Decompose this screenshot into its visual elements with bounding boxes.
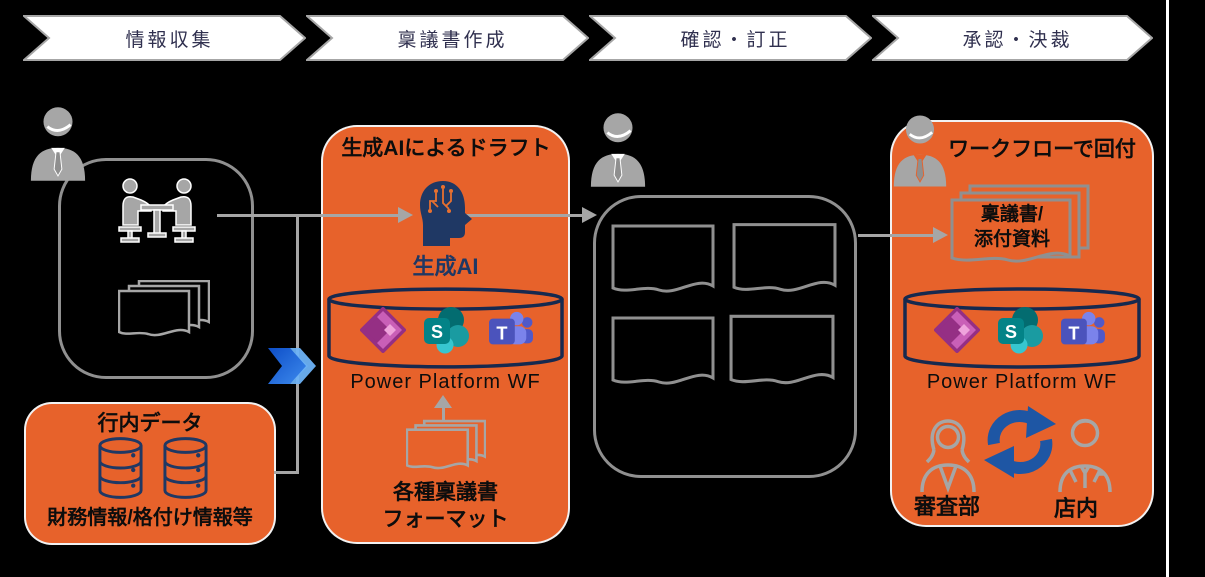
- chevron-shape: [23, 15, 306, 61]
- connector-line: [455, 214, 583, 217]
- sharepoint-letter: S: [1005, 322, 1017, 342]
- process-step-chevron-3: 確認・訂正: [589, 15, 872, 61]
- circulated-documents-icon: [950, 184, 1090, 263]
- connector-line: [274, 471, 299, 474]
- documents-stack-icon: [118, 280, 210, 337]
- sharepoint-icon: S: [998, 307, 1043, 354]
- generative-ai-head-icon: [420, 181, 472, 246]
- database-icon: [98, 437, 143, 499]
- connector-line: [217, 214, 399, 217]
- teams-letter: T: [1068, 324, 1079, 344]
- chevron-shape: [872, 15, 1153, 61]
- chevron-shape: [589, 15, 872, 61]
- format-label-line1: 各種稟議書: [393, 481, 498, 504]
- process-step-label: 稟議書作成: [397, 29, 508, 51]
- arrowhead-right-icon: [933, 227, 948, 243]
- format-label: 各種稟議書 フォーマット: [323, 479, 568, 533]
- format-label-line2: フォーマット: [382, 508, 509, 531]
- connector-line: [858, 234, 934, 237]
- process-step-chevron-1: 情報収集: [23, 15, 306, 61]
- document-icon: [732, 223, 837, 292]
- arrowhead-right-icon: [398, 207, 413, 223]
- internal-data-title: 行内データ: [97, 412, 203, 435]
- reviewer-woman-icon: [920, 419, 976, 494]
- power-automate-icon: [268, 348, 316, 384]
- branch-label: 店内: [1053, 496, 1098, 521]
- generative-ai-label: 生成AI: [412, 254, 479, 279]
- businessman-icon: [30, 107, 86, 181]
- power-apps-icon: [934, 307, 980, 353]
- internal-data-box: [26, 404, 274, 543]
- teams-icon: T: [489, 311, 533, 345]
- branch-man-icon: [1058, 418, 1112, 493]
- arrowhead-right-icon: [582, 207, 597, 223]
- meeting-icon: [118, 178, 196, 243]
- circulated-doc-line1: 稟議書/: [980, 204, 1044, 225]
- document-icon: [611, 224, 715, 293]
- document-icon: [729, 314, 835, 385]
- process-step-chevron-4: 承認・決裁: [872, 15, 1153, 61]
- businessman-icon: [590, 113, 646, 187]
- power-apps-icon: [360, 307, 406, 353]
- businessman-icon: [893, 115, 947, 187]
- chevron-shape: [306, 15, 589, 61]
- info-gathering-container: [58, 158, 254, 379]
- format-documents-icon: [406, 419, 486, 470]
- ai-draft-title: 生成AIによるドラフト: [341, 137, 551, 160]
- connector-line: [296, 216, 299, 473]
- process-step-chevron-2: 稟議書作成: [306, 15, 589, 61]
- connector-line: [442, 405, 445, 429]
- slide-edge-divider: [1166, 0, 1169, 577]
- document-icon: [611, 316, 715, 385]
- sharepoint-letter: S: [431, 322, 443, 342]
- review-container: [593, 195, 857, 478]
- sharepoint-icon: S: [424, 307, 469, 354]
- circulated-doc-label: 稟議書/ 添付資料: [953, 202, 1071, 252]
- process-step-label: 確認・訂正: [680, 29, 791, 51]
- power-platform-label: Power Platform WF: [926, 371, 1118, 393]
- platform-cylinder: [327, 287, 564, 369]
- internal-data-desc: 財務情報/格付け情報等: [47, 507, 253, 529]
- approval-title: ワークフローで回付: [948, 138, 1136, 161]
- database-icon: [163, 437, 208, 499]
- process-step-label: 情報収集: [125, 29, 214, 51]
- reviewer-label: 審査部: [913, 494, 980, 519]
- circulated-doc-line2: 添付資料: [973, 229, 1050, 250]
- teams-letter: T: [496, 324, 507, 344]
- process-step-label: 承認・決裁: [962, 29, 1073, 51]
- arrowhead-up-icon: [434, 395, 452, 408]
- cycle-arrows-icon: [984, 406, 1056, 478]
- power-platform-label: Power Platform WF: [350, 371, 541, 393]
- teams-icon: T: [1061, 311, 1105, 345]
- platform-cylinder: [903, 287, 1141, 369]
